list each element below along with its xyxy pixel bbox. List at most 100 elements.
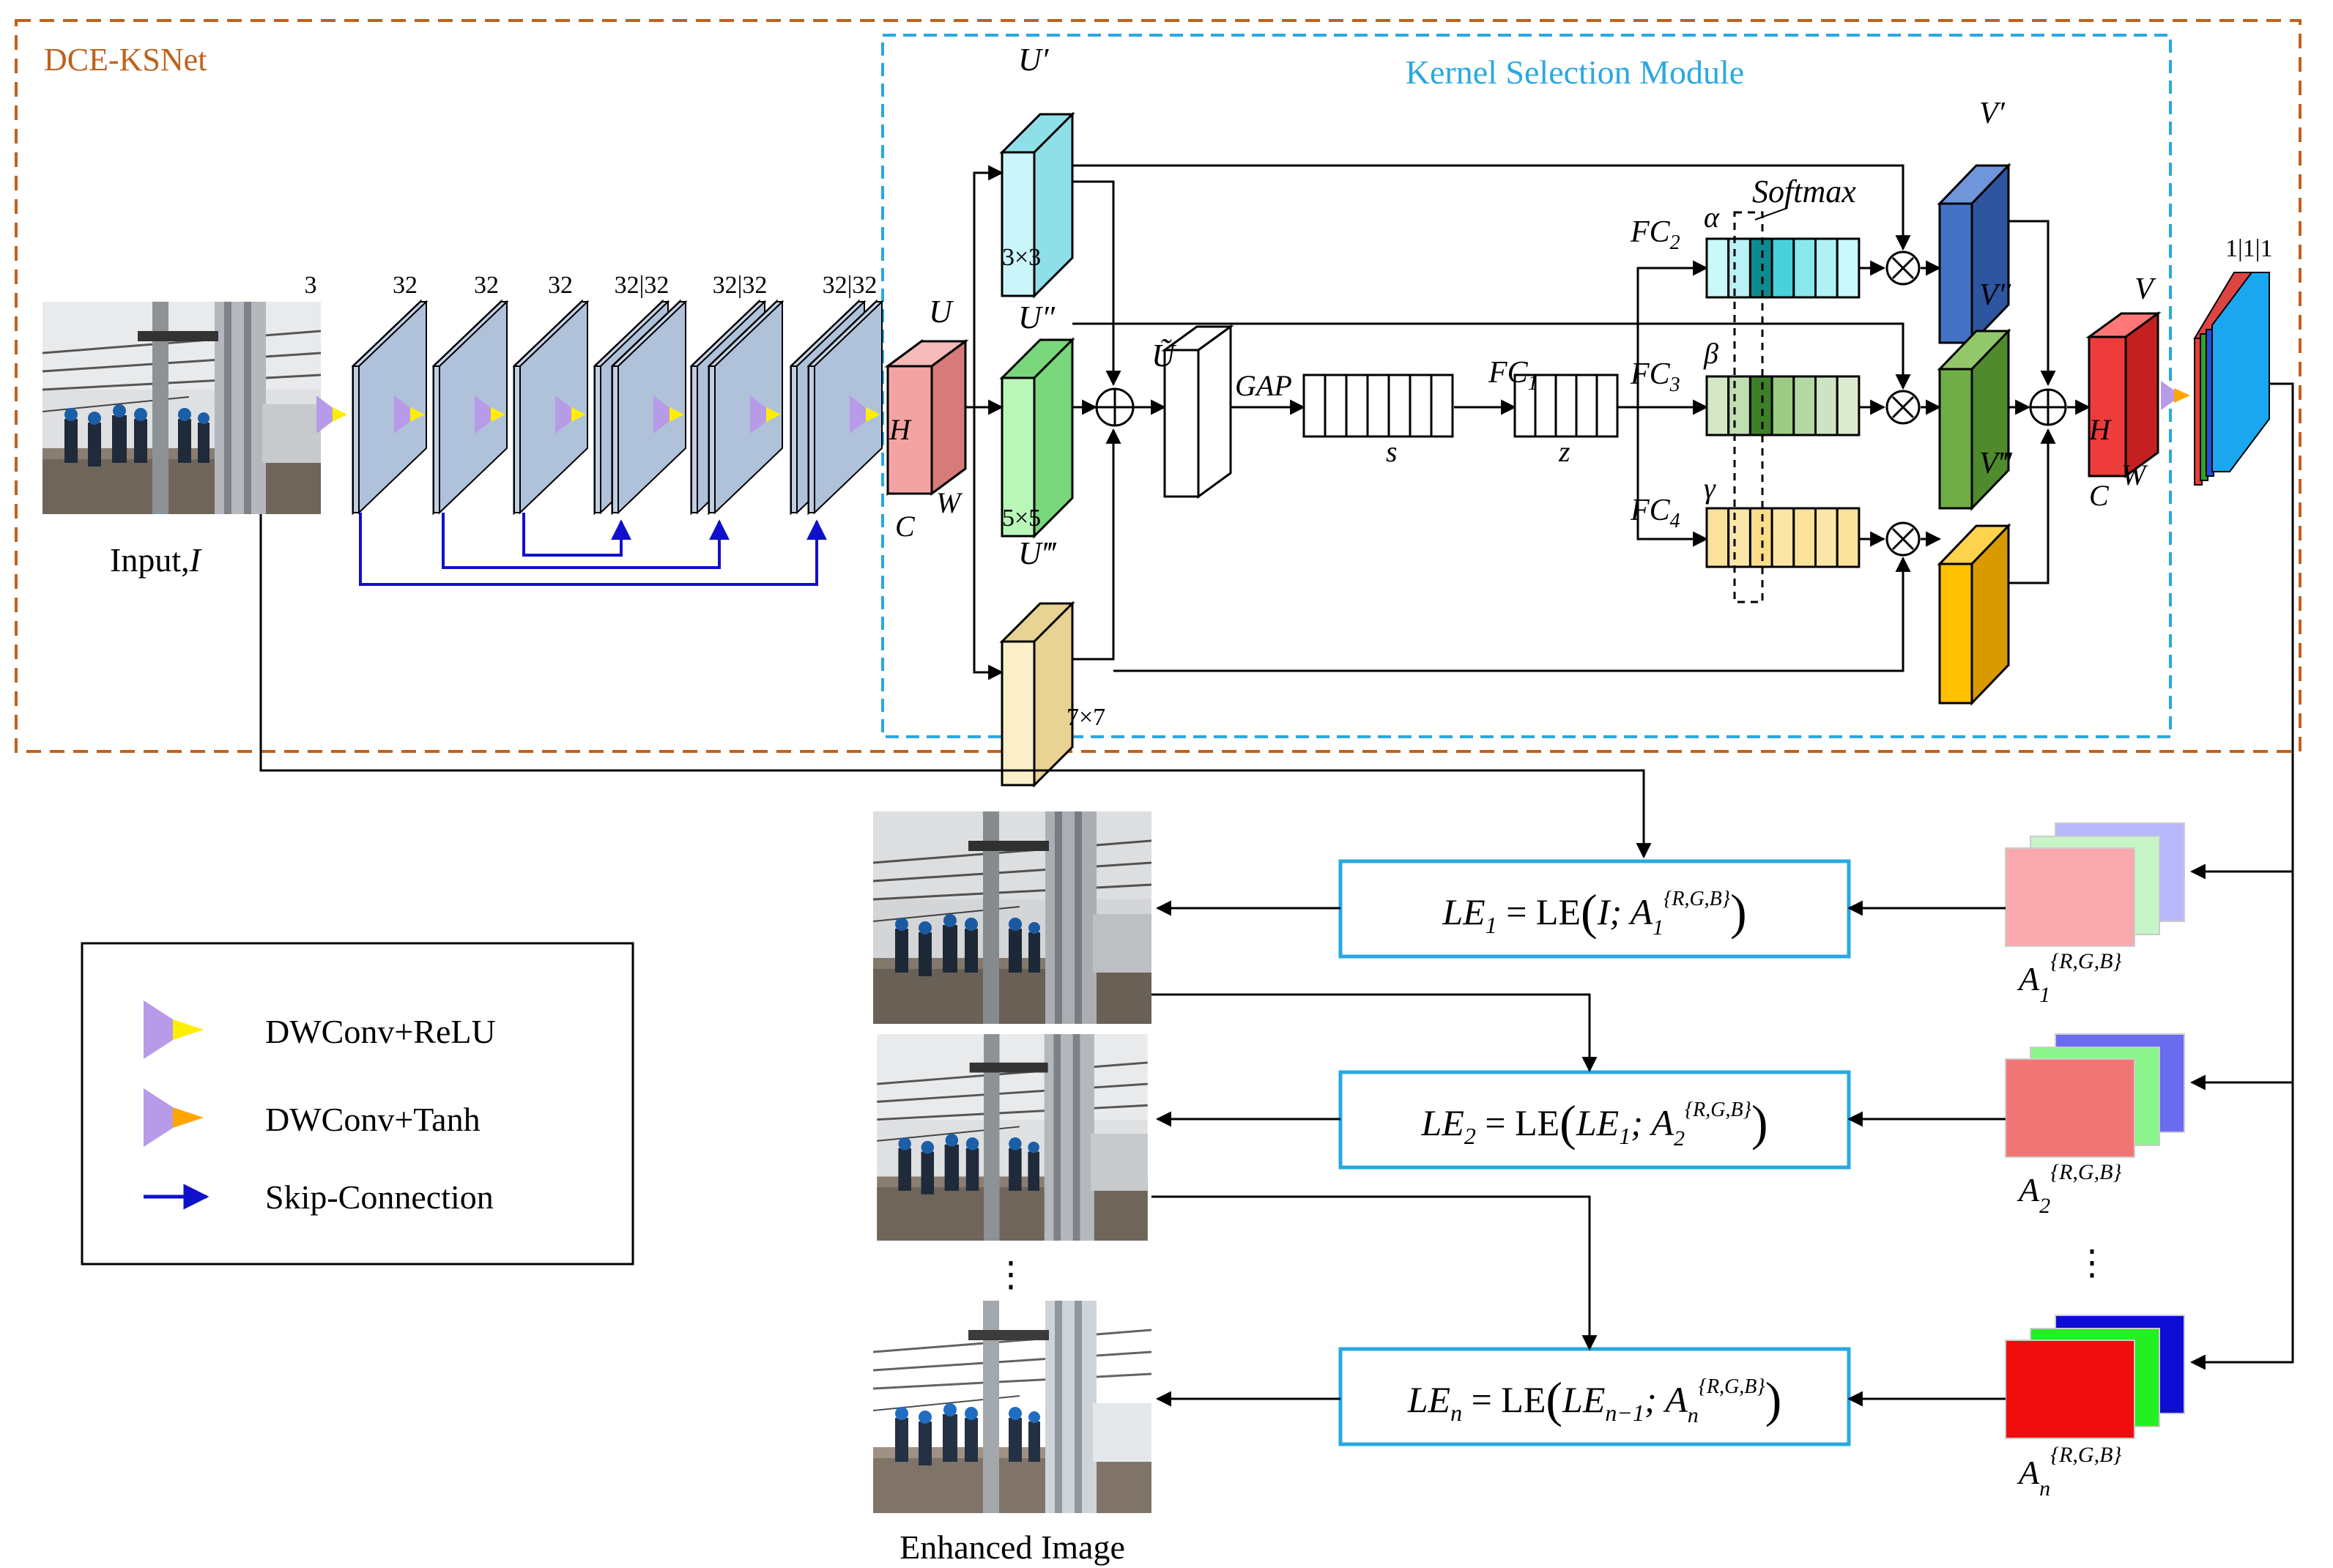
dwconv-icon: [850, 395, 880, 434]
curve-map-label-1: A1{R,G,B}: [2017, 949, 2121, 1007]
kernel-size-2: 5×5: [1002, 505, 1041, 532]
conv-layer-4-2: [610, 299, 688, 516]
dce-ksnet-frame: [15, 19, 2302, 753]
curve-map-1: [2005, 822, 2185, 947]
legend-relu-label: DWConv+ReLU: [265, 1013, 496, 1050]
v-output-block: [2085, 311, 2162, 478]
multiply-node-1: [1885, 250, 1921, 286]
v-w-label: W: [2121, 458, 2148, 491]
conv-layer-3-1: [512, 299, 590, 516]
fc-label-2: FC3: [1630, 357, 1680, 396]
equations: LE1 = LE(I; A1{R,G,B}) LE2 = LE(LE1; A2{R…: [1338, 859, 1851, 1446]
v-c-label: C: [2089, 479, 2110, 512]
u-label: U: [929, 294, 954, 330]
equation-text-2: LE2 = LE(LE1; A2{R,G,B}): [1421, 1095, 1768, 1151]
channel-label-4: 32|32: [615, 272, 670, 299]
channel-label-6: 32|32: [823, 272, 878, 299]
branch-blocks: U′3×3U″5×5U‴7×7: [999, 42, 1105, 788]
attention-vector-3: [1705, 507, 1861, 568]
dwconv-icon: [316, 395, 347, 434]
channel-label-2: 32: [474, 272, 499, 299]
channel-label-5: 32|32: [713, 272, 768, 299]
s-cell: [1387, 374, 1412, 438]
curve-map-3: [2005, 1315, 2185, 1439]
multiply-nodes: [1885, 250, 1921, 557]
multiply-node-2: [1885, 390, 1921, 425]
module-title: Kernel Selection Module: [1406, 53, 1744, 91]
branch-block-2: [999, 337, 1075, 539]
s-label: s: [1386, 435, 1398, 468]
conv-layer-6-2: [806, 299, 884, 516]
equation-text-3: LEn = LE(LEn−1; An{R,G,B}): [1407, 1372, 1782, 1427]
kernel-size-1: 3×3: [1002, 244, 1041, 271]
kernel-size-3: 7×7: [1067, 704, 1105, 731]
image-flow-lines: [1151, 900, 2006, 1407]
network-title: DCE-KSNet: [44, 42, 207, 78]
z-label: z: [1558, 435, 1570, 468]
s-cell: [1345, 374, 1369, 438]
legend-tanh-label: DWConv+Tanh: [265, 1101, 481, 1138]
fc1-label: FC1: [1488, 356, 1538, 395]
relu-legend-icon: [144, 1000, 204, 1059]
enhanced-image-2: [875, 1034, 1149, 1241]
v-label: V: [2134, 272, 2156, 306]
u-w-label: W: [936, 486, 963, 519]
u-h-label: H: [889, 413, 912, 446]
s-cell: [1430, 374, 1454, 438]
fc-label-3: FC4: [1630, 494, 1680, 532]
channel-label-0: 3: [305, 272, 317, 299]
output-label: Enhanced Image: [900, 1528, 1125, 1566]
u-feature-block: [884, 339, 969, 496]
branch-block-3: [999, 601, 1075, 788]
sum-node-2: [2029, 388, 2067, 426]
s-vector: [1302, 374, 1454, 438]
weight-label-1: α: [1704, 201, 1720, 234]
conv-layer-2-1: [431, 299, 509, 516]
equation-3: LEn = LE(LEn−1; An{R,G,B}): [1338, 1347, 1851, 1446]
dwconv-icon: [653, 395, 684, 434]
branch-label-3: U‴: [1018, 535, 1057, 571]
sum-node-1: [1095, 387, 1135, 427]
equation-2: LE2 = LE(LE1; A2{R,G,B}): [1338, 1070, 1851, 1170]
weight-label-2: β: [1703, 337, 1718, 370]
v-label-2: V″: [1979, 278, 2011, 312]
channel-labels: 3 32 32 32 32|32 32|32 32|32: [305, 272, 878, 299]
kernel-selection-frame: [881, 34, 2172, 738]
v-block-3: [1937, 523, 2011, 706]
input-label: Input,I: [110, 541, 203, 579]
curve-map-label-3: An{R,G,B}: [2017, 1443, 2121, 1501]
softmax-selection-box: [1733, 211, 1764, 603]
branch-label-2: U″: [1018, 300, 1056, 335]
curve-map-2: [2005, 1033, 2185, 1158]
s-cell: [1302, 374, 1327, 438]
equation-1: LE1 = LE(I; A1{R,G,B}): [1338, 859, 1851, 959]
fused-label: Ũ: [1151, 338, 1177, 374]
z-cell: [1534, 374, 1557, 438]
branch-block-1: [999, 111, 1075, 299]
v-label-1: V′: [1979, 97, 2006, 130]
channel-label-3: 32: [548, 272, 573, 299]
input-image: [42, 302, 321, 514]
v-label-3: V‴: [1979, 447, 2013, 480]
channel-label-1: 32: [393, 272, 418, 299]
dwconv-icon: [475, 395, 505, 434]
enhanced-image-1: [873, 811, 1151, 1024]
v-blocks: V′ V″ V‴: [1937, 97, 2013, 706]
dots-images: ⋮: [993, 1255, 1028, 1294]
legend-skip-label: Skip-Connection: [265, 1178, 494, 1216]
v-block-1: [1937, 163, 2011, 346]
dwconv-icon: [750, 395, 781, 434]
legend: DWConv+ReLU DWConv+Tanh Skip-Connection: [81, 942, 634, 1266]
curve-map-label-2: A2{R,G,B}: [2017, 1160, 2121, 1218]
z-cell: [1575, 374, 1598, 438]
s-cell: [1324, 374, 1348, 438]
tanh-conv-icon: [2161, 381, 2190, 410]
tanh-legend-icon: [144, 1088, 204, 1147]
gap-label: GAP: [1235, 369, 1292, 402]
attention-vector-2: [1705, 375, 1861, 436]
attention-vector-1: [1705, 237, 1861, 299]
dwconv-icon: [394, 395, 425, 434]
fc-label-1: FC2: [1630, 215, 1680, 254]
